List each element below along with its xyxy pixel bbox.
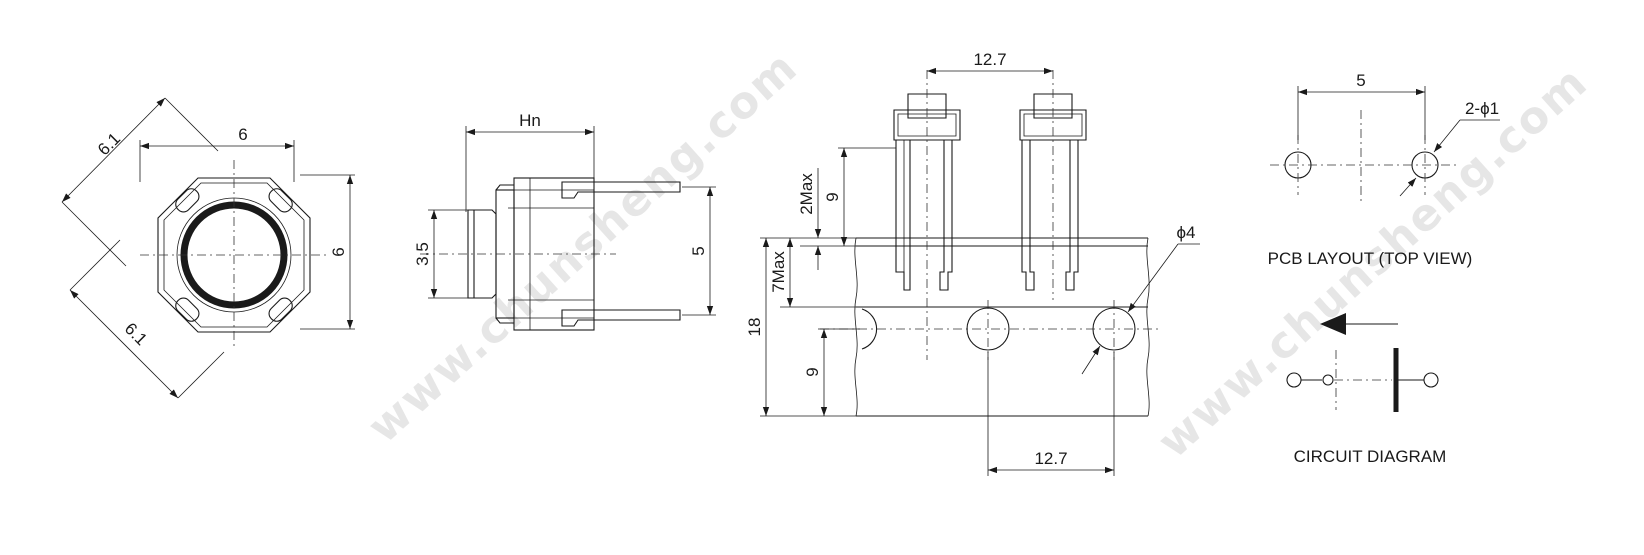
top-view-dim-diag-top: 6.1: [94, 129, 124, 159]
top-view-dim-width: 6: [238, 125, 247, 144]
pcb-dim-holes-leader: [1433, 119, 1461, 153]
top-view: 6 6 6.1 6.1: [61, 97, 355, 399]
tape-view: 12.7 9 2Max 7Max 18 9 ϕ4 12.7: [745, 50, 1200, 476]
side-view-clip-bottom: [495, 317, 514, 324]
circuit-contact: [1322, 374, 1334, 386]
tape-dim-9-upper: 9: [823, 192, 842, 201]
top-view-dim-diag-top-line: [61, 97, 166, 203]
top-view-dim-diag-bottom: 6.1: [121, 319, 151, 349]
top-view-slot-br: [268, 297, 293, 322]
pcb-dim-holes: 2-ϕ1: [1465, 99, 1499, 118]
tape-dim-phi4-leader: [1127, 243, 1179, 313]
top-view-slot-tl: [175, 188, 200, 213]
tape-switch-2: [1019, 70, 1087, 300]
side-view-leg-top: [561, 181, 681, 199]
side-view: Hn 3.5 5: [413, 111, 716, 331]
top-view-dim-diag-bottom-line: [69, 289, 179, 399]
top-view-dim-height: 6: [329, 247, 348, 256]
side-view-dim-hn: Hn: [519, 111, 541, 130]
side-view-clip-top: [495, 184, 514, 191]
tape-dim-pitch-top: 12.7: [973, 50, 1006, 69]
top-view-slot-tr: [268, 188, 293, 213]
tape-hole-partial: [861, 308, 878, 350]
top-view-body-inner: [163, 182, 305, 328]
tape-dim-7max: 7Max: [769, 251, 788, 293]
circuit-terminal-right: [1423, 372, 1439, 388]
side-view-dim-5: 5: [689, 246, 708, 255]
side-view-dim-3-5: 3.5: [413, 242, 432, 266]
tape-dim-9-lower: 9: [803, 367, 822, 376]
tape-break-right: [1146, 237, 1150, 417]
tape-dim-2max: 2Max: [797, 173, 816, 215]
side-view-leg-bottom: [561, 309, 681, 327]
tape-dim-18: 18: [745, 318, 764, 337]
circuit-diagram: CIRCUIT DIAGRAM: [1286, 313, 1447, 466]
pcb-dim-5: 5: [1356, 71, 1365, 90]
circuit-arrow-head: [1320, 313, 1346, 335]
tape-switch-1: [893, 70, 961, 360]
tape-dim-phi4: ϕ4: [1177, 223, 1196, 242]
pcb-layout-title: PCB LAYOUT (TOP VIEW): [1268, 249, 1473, 268]
tape-dim-pitch-bottom: 12.7: [1034, 449, 1067, 468]
pcb-layout: 5 2-ϕ1 PCB LAYOUT (TOP VIEW): [1268, 71, 1500, 268]
top-view-body: [157, 177, 311, 333]
top-view-slot-bl: [175, 297, 200, 322]
circuit-terminal-left: [1286, 372, 1302, 388]
circuit-diagram-title: CIRCUIT DIAGRAM: [1294, 447, 1447, 466]
tape-break-left: [854, 237, 858, 417]
